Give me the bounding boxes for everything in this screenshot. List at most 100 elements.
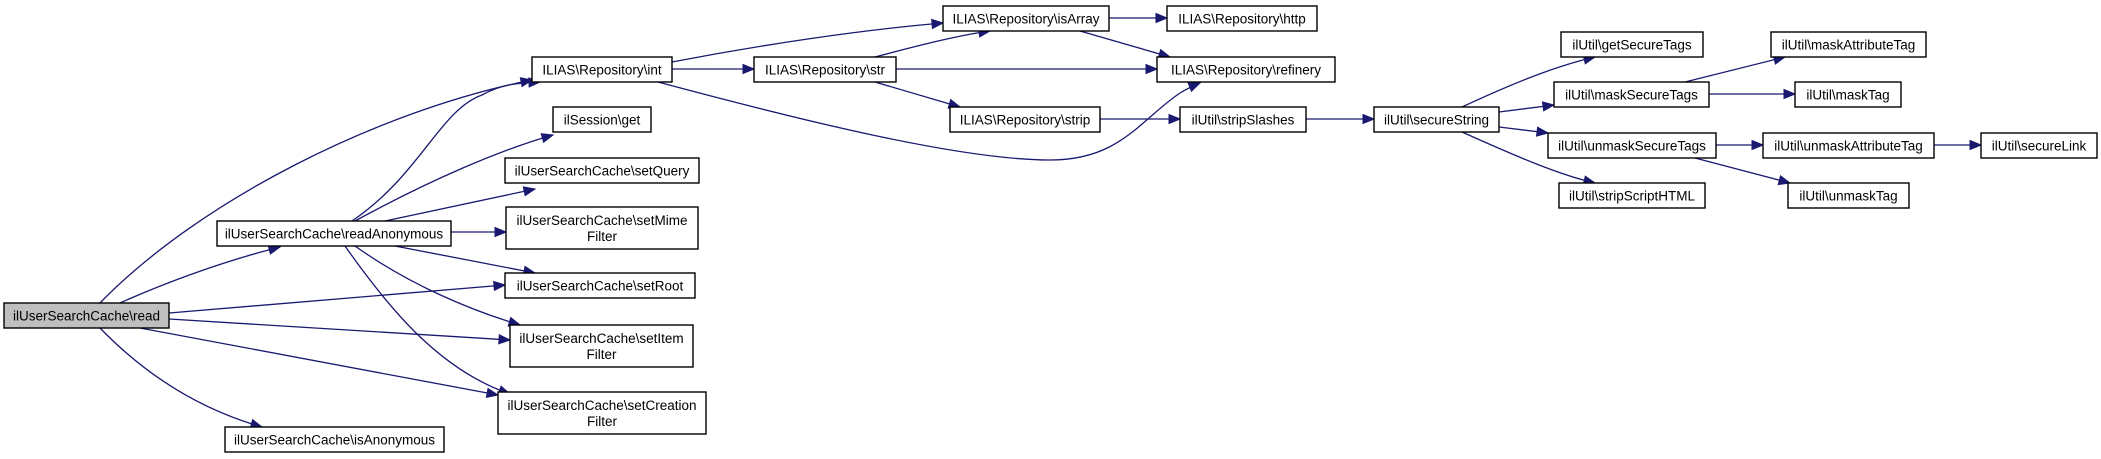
node-label: ilUserSearchCache\setQuery — [515, 164, 690, 179]
node-box — [1553, 81, 1710, 108]
node-label: ilUserSearchCache\setMime — [516, 213, 687, 228]
edge-unmaskAttributeTag-to-secureLink — [1934, 139, 1983, 151]
node-box — [224, 426, 445, 453]
node-sessionGet[interactable]: ilSession\get — [552, 106, 652, 133]
edge-line — [99, 327, 263, 428]
node-label: ILIAS\Repository\refinery — [1171, 63, 1321, 78]
arrowhead-icon — [742, 63, 756, 75]
edge-line — [139, 327, 499, 396]
node-label: ILIAS\Repository\str — [765, 63, 886, 78]
node-box — [1762, 132, 1935, 159]
node-label: ilUtil\maskSecureTags — [1565, 88, 1698, 103]
node-label: ilUtil\stripSlashes — [1192, 113, 1295, 128]
node-unmaskSecureTags[interactable]: ilUtil\unmaskSecureTags — [1547, 132, 1717, 159]
node-strip[interactable]: ILIAS\Repository\strip — [949, 106, 1101, 133]
node-box — [1794, 81, 1902, 108]
node-label: ilSession\get — [564, 113, 641, 128]
nodes-layer: ilUserSearchCache\read ilUserSearchCache\… — [3, 5, 2098, 453]
node-readAnonymous[interactable]: ilUserSearchCache\readAnonymous — [216, 220, 452, 247]
edge-line — [119, 246, 281, 304]
node-label: Filter — [587, 347, 618, 362]
edge-readAnonymous-to-setRoot — [394, 245, 537, 276]
node-maskTag[interactable]: ilUtil\maskTag — [1794, 81, 1902, 108]
edge-read-to-setItemFilter — [168, 318, 512, 345]
node-label: ilUtil\stripScriptHTML — [1569, 189, 1696, 204]
edge-line — [657, 81, 1201, 161]
node-box — [1560, 31, 1704, 58]
node-box — [1373, 106, 1500, 133]
edge-line — [168, 318, 511, 341]
node-box — [1980, 132, 2098, 159]
arrowhead-icon — [493, 280, 507, 292]
node-setQuery[interactable]: ilUserSearchCache\setQuery — [504, 157, 700, 184]
arrowhead-icon — [1362, 113, 1376, 125]
edge-line — [351, 81, 541, 222]
node-box — [949, 106, 1101, 133]
edge-read-to-setRoot — [168, 280, 507, 314]
arrowhead-icon — [1783, 88, 1797, 100]
node-getSecureTags[interactable]: ilUtil\getSecureTags — [1560, 31, 1704, 58]
node-unmaskTag[interactable]: ilUtil\unmaskTag — [1787, 182, 1910, 209]
arrowhead-icon — [931, 18, 945, 30]
node-box — [942, 5, 1110, 32]
node-int[interactable]: ILIAS\Repository\int — [531, 56, 673, 83]
edge-str-to-isArray — [874, 27, 992, 58]
node-maskAttributeTag[interactable]: ilUtil\maskAttributeTag — [1770, 31, 1927, 58]
edge-str-to-strip — [874, 81, 962, 109]
arrowhead-icon — [540, 133, 555, 144]
edge-line — [384, 188, 536, 222]
arrowhead-icon — [494, 226, 508, 238]
edge-unmaskSecureTags-to-unmaskAttributeTag — [1716, 139, 1765, 151]
node-box — [1547, 132, 1717, 159]
node-stripScriptHTML[interactable]: ilUtil\stripScriptHTML — [1558, 182, 1706, 209]
node-label: ilUserSearchCache\readAnonymous — [225, 227, 444, 242]
node-isArray[interactable]: ILIAS\Repository\isArray — [942, 5, 1110, 32]
node-setRoot[interactable]: ilUserSearchCache\setRoot — [504, 272, 696, 299]
node-http[interactable]: ILIAS\Repository\http — [1166, 5, 1318, 32]
node-label: Filter — [587, 414, 618, 429]
arrowhead-icon — [1751, 139, 1765, 151]
node-label: ilUtil\maskAttributeTag — [1782, 38, 1916, 53]
node-unmaskAttributeTag[interactable]: ilUtil\unmaskAttributeTag — [1762, 132, 1935, 159]
node-refinery[interactable]: ILIAS\Repository\refinery — [1156, 56, 1336, 83]
edge-line — [344, 245, 511, 395]
node-label: ilUtil\getSecureTags — [1572, 38, 1692, 53]
node-isAnonymous[interactable]: ilUserSearchCache\isAnonymous — [224, 426, 445, 453]
node-label: ilUserSearchCache\setItem — [519, 331, 683, 346]
arrowhead-icon — [1168, 113, 1182, 125]
node-label: ILIAS\Repository\int — [542, 63, 662, 78]
node-box — [504, 157, 700, 184]
node-label: ilUtil\maskTag — [1806, 88, 1889, 103]
edge-readAnonymous-to-setMimeFilter — [451, 226, 508, 238]
node-label: ilUtil\secureLink — [1992, 139, 2087, 154]
node-maskSecureTags[interactable]: ilUtil\maskSecureTags — [1553, 81, 1710, 108]
node-secureString[interactable]: ilUtil\secureString — [1373, 106, 1500, 133]
edge-line — [1461, 56, 1596, 108]
node-secureLink[interactable]: ilUtil\secureLink — [1980, 132, 2098, 159]
edge-line — [354, 134, 554, 222]
arrowhead-icon — [1541, 101, 1556, 112]
node-box — [753, 56, 897, 83]
node-label: ILIAS\Repository\strip — [960, 113, 1091, 128]
node-box — [1179, 106, 1307, 133]
node-box — [1166, 5, 1318, 32]
edge-line — [1694, 157, 1791, 184]
node-box — [1558, 182, 1706, 209]
edge-read-to-int — [99, 77, 534, 304]
edge-line — [874, 30, 991, 58]
edge-read-to-isAnonymous — [99, 327, 264, 429]
node-str[interactable]: ILIAS\Repository\str — [753, 56, 897, 83]
edge-stripSlashes-to-secureString — [1306, 113, 1376, 125]
edge-isArray-to-http — [1109, 12, 1169, 24]
edge-readAnonymous-to-setCreationFilter — [344, 245, 512, 396]
node-read[interactable]: ilUserSearchCache\read — [3, 302, 170, 329]
edge-line — [1684, 56, 1786, 83]
edge-secureString-to-unmaskSecureTags — [1498, 126, 1550, 137]
arrowhead-icon — [1535, 126, 1550, 137]
edge-int-to-refinery — [657, 81, 1202, 161]
node-stripSlashes[interactable]: ilUtil\stripSlashes — [1179, 106, 1307, 133]
edge-str-to-refinery — [896, 63, 1159, 75]
